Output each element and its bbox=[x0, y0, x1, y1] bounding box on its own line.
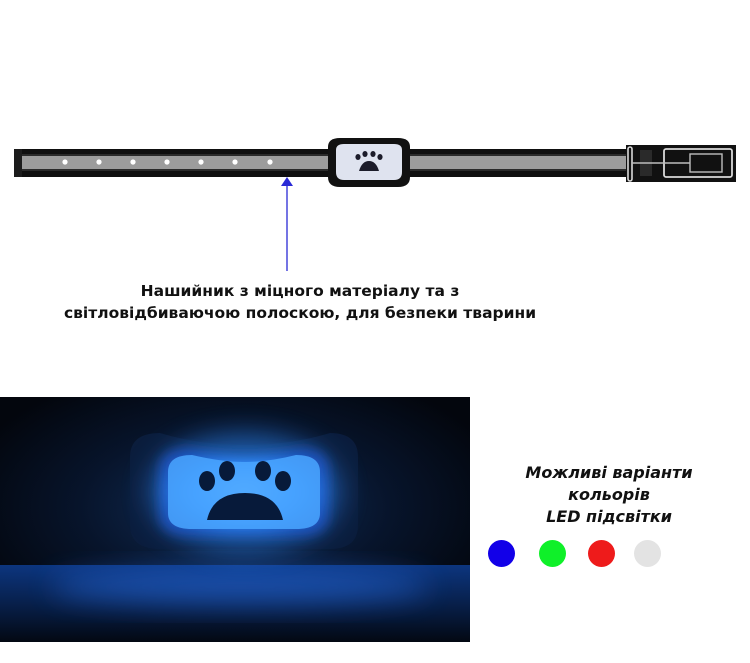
color-swatch-blue bbox=[488, 540, 515, 567]
led-device-image bbox=[0, 397, 470, 642]
pointer-arrow bbox=[281, 177, 293, 271]
collar-device bbox=[328, 138, 410, 187]
led-caption: Можливі варіанти кольорів LED підсвітки bbox=[474, 462, 744, 528]
collar-illustration bbox=[0, 0, 750, 280]
paw-icon bbox=[355, 151, 383, 171]
collar-caption: Нашийник з міцного матеріалу та з світло… bbox=[0, 280, 600, 324]
led-caption-line1: Можливі варіанти bbox=[525, 463, 693, 482]
led-caption-line2: кольорів bbox=[568, 485, 650, 504]
collar-caption-line1: Нашийник з міцного матеріалу та з bbox=[140, 282, 460, 300]
collar-image bbox=[14, 138, 736, 187]
led-caption-line3: LED підсвітки bbox=[546, 507, 672, 526]
collar-buckle bbox=[626, 145, 736, 182]
color-swatch-green bbox=[539, 540, 566, 567]
color-swatch-white bbox=[634, 540, 661, 567]
paw-icon bbox=[199, 461, 291, 520]
led-device-photo bbox=[0, 397, 470, 642]
color-swatch-red bbox=[588, 540, 615, 567]
collar-caption-line2: світловідбиваючою полоскою, для безпеки … bbox=[63, 304, 537, 322]
led-color-options bbox=[488, 540, 678, 568]
strap-holes bbox=[62, 159, 273, 165]
